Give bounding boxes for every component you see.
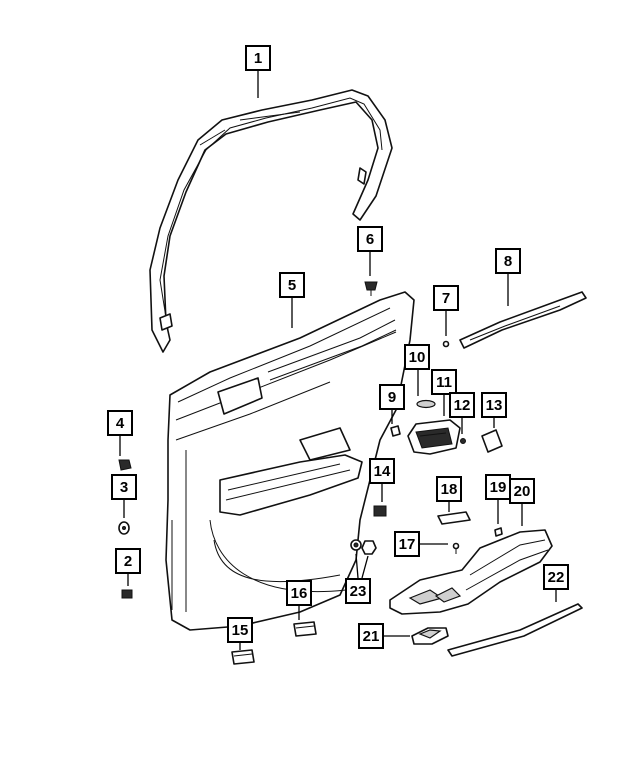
part-washer-3 [118,521,130,535]
part-screw-17 [452,542,460,554]
part-fastener-2 [121,589,133,599]
part-screw-12 [460,438,466,444]
callout-18: 18 [436,476,462,502]
part-lamp-16 [293,621,317,637]
callout-15: 15 [227,617,253,643]
callout-17: 17 [394,531,420,557]
part-push-pin-6 [364,281,378,296]
part-cap-13 [481,429,503,453]
callout-9: 9 [379,384,405,410]
leader-23b [361,555,369,579]
part-courtesy-lamp-15 [231,649,255,665]
part-armrest [389,529,553,615]
part-pad-10 [416,399,436,409]
callout-19: 19 [485,474,511,500]
callout-13: 13 [481,392,507,418]
callout-21: 21 [358,623,384,649]
part-clip-7 [442,340,450,348]
part-clip-9 [390,425,401,437]
callout-23: 23 [345,578,371,604]
callout-16: 16 [286,580,312,606]
callout-10: 10 [404,344,430,370]
callout-11: 11 [431,369,457,395]
part-switch-bezel [411,627,449,645]
part-belt-molding [459,291,587,349]
part-nut-4 [118,459,132,471]
leader-lines [119,71,557,650]
part-lower-trim-strip [447,603,583,657]
part-clip-19 [494,527,503,537]
callout-20: 20 [509,478,535,504]
callout-14: 14 [369,458,395,484]
part-nut-14 [373,505,387,517]
part-nuts-23 [350,539,377,555]
part-trim-strip-18 [437,511,471,525]
part-handle-bezel [407,419,461,455]
callout-3: 3 [111,474,137,500]
callout-4: 4 [107,410,133,436]
callout-12: 12 [449,392,475,418]
callout-5: 5 [279,272,305,298]
callout-22: 22 [543,564,569,590]
callout-6: 6 [357,226,383,252]
callout-7: 7 [433,285,459,311]
callout-2: 2 [115,548,141,574]
callout-8: 8 [495,248,521,274]
part-weatherstrip-frame [149,89,393,353]
callout-1: 1 [245,45,271,71]
leader-23a [355,553,359,579]
